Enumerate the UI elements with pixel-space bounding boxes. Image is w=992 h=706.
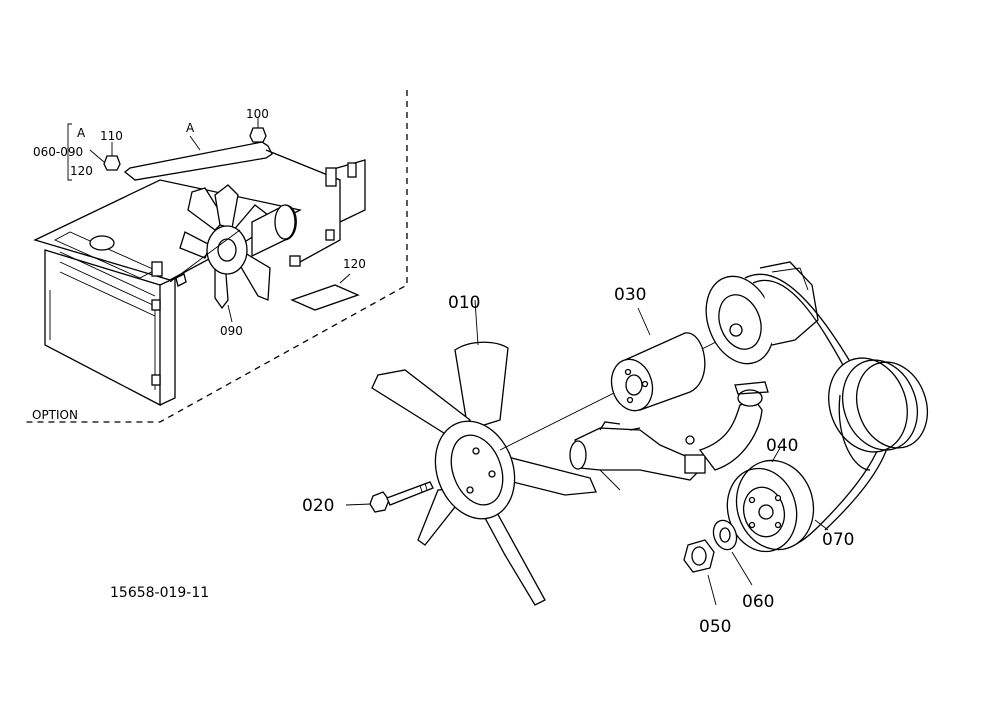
washer-060 <box>712 519 753 586</box>
label-120-stack: 120 <box>70 164 93 178</box>
label-090: 090 <box>220 324 243 338</box>
label-040: 040 <box>766 436 798 456</box>
label-A-stack: A <box>77 126 86 140</box>
label-020: 020 <box>302 496 334 516</box>
label-A-rod: A <box>186 121 195 135</box>
top-pulley <box>705 261 819 365</box>
nut-050 <box>683 539 717 606</box>
label-070: 070 <box>822 530 854 550</box>
label-030: 030 <box>614 285 646 305</box>
option-plate-120 <box>290 284 360 311</box>
bracket-rod <box>123 141 366 267</box>
bolt-110 <box>103 148 121 171</box>
alternator-pulley <box>828 357 928 471</box>
label-110: 110 <box>100 129 123 143</box>
label-060-090: 060-090 <box>33 145 83 159</box>
label-060: 060 <box>742 592 774 612</box>
bolt-020 <box>345 481 434 513</box>
option-inset: OPTION <box>22 90 408 423</box>
pulley-040 <box>726 447 815 553</box>
spacer-030 <box>610 307 706 412</box>
label-120: 120 <box>343 257 366 271</box>
pump-hose <box>569 381 769 491</box>
label-100: 100 <box>246 107 269 121</box>
label-010: 010 <box>448 293 480 313</box>
option-label: OPTION <box>32 408 78 422</box>
option-fan <box>169 184 297 310</box>
label-050: 050 <box>699 617 731 637</box>
drawing-number: 15658-019-11 <box>110 585 209 601</box>
bolt-100 <box>249 122 267 143</box>
fan-010 <box>371 299 721 606</box>
